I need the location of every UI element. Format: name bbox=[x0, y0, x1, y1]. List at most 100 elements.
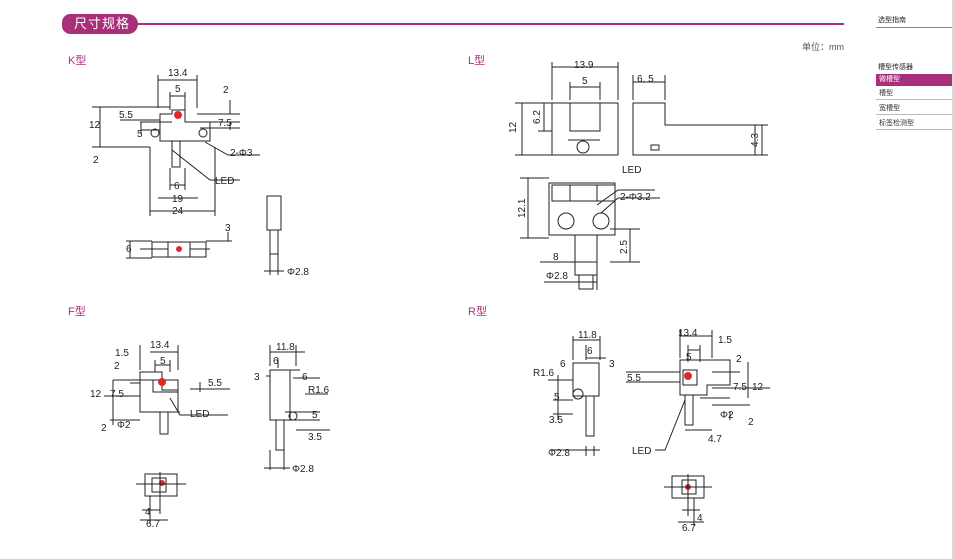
k-phi: Φ2.8 bbox=[287, 267, 309, 278]
l-side-view bbox=[632, 75, 768, 156]
r-dim-12: 12 bbox=[752, 382, 764, 393]
k-front-view bbox=[92, 75, 260, 216]
l-dim-6-2: 6.2 bbox=[532, 110, 543, 124]
f-top-view bbox=[136, 472, 186, 524]
r-dim-1-5: 1.5 bbox=[718, 335, 732, 346]
r-dim-6: 6 bbox=[560, 359, 566, 370]
r-side-view bbox=[548, 336, 606, 456]
l-dim-8: 8 bbox=[553, 252, 559, 263]
r-dim-2b: 2 bbox=[748, 417, 754, 428]
k-hole: 2-Φ3 bbox=[230, 148, 253, 159]
k-dim-2b: 2 bbox=[93, 155, 99, 166]
r-dim-4-7: 4.7 bbox=[708, 434, 722, 445]
r-dim-5b: 5 bbox=[686, 352, 692, 363]
r-led: LED bbox=[632, 446, 651, 457]
r-dim-2: 2 bbox=[736, 354, 742, 365]
l-dim-6-5: 6. 5 bbox=[637, 74, 654, 85]
sidebar-item-slot[interactable]: 槽型 bbox=[876, 88, 952, 100]
r-dim-6-7: 6.7 bbox=[682, 523, 696, 534]
unit-label: 单位：mm bbox=[802, 42, 844, 52]
k-led: LED bbox=[215, 176, 234, 187]
k-dim-6b: 6 bbox=[126, 244, 132, 255]
sidebar-title: 选型指南 bbox=[878, 17, 906, 24]
sidebar-item-wide-slot[interactable]: 宽槽型 bbox=[876, 103, 952, 115]
f-dim-12: 12 bbox=[90, 389, 102, 400]
k-labels: 13.4 5 2 5.5 12 7.5 5 2-Φ3 2 LED 6 19 24… bbox=[89, 68, 309, 278]
sidebar-item-label-detect[interactable]: 标签检测型 bbox=[876, 118, 952, 130]
title-l: L型 bbox=[468, 55, 486, 67]
k-dim-24: 24 bbox=[172, 206, 184, 217]
sidebar-item-micro-slot[interactable]: 微槽型 bbox=[876, 74, 952, 86]
k-side-view bbox=[264, 195, 284, 275]
l-hole: 2-Φ3.2 bbox=[620, 192, 651, 203]
r-dim-5-5: 5.5 bbox=[627, 373, 641, 384]
r-dim-6b: 6 bbox=[587, 346, 593, 357]
sidebar-group-label: 槽型传感器 bbox=[878, 64, 913, 71]
f-front-view bbox=[104, 345, 230, 435]
r-front-view bbox=[626, 330, 770, 451]
r-dim-7-5: 7.5 bbox=[733, 382, 747, 393]
l-dim-2-5: 2.5 bbox=[619, 240, 630, 254]
r-dim-11-8: 11.8 bbox=[578, 330, 597, 341]
k-dim-5b: 5 bbox=[137, 129, 143, 140]
l-dim-4-3: 4.3 bbox=[750, 133, 761, 147]
l-dim-12-1: 12.1 bbox=[517, 198, 528, 218]
f-phi2: Φ2 bbox=[117, 420, 131, 431]
k-dim-6: 6 bbox=[174, 181, 180, 192]
sidebar-divider bbox=[876, 27, 952, 28]
f-dim-7-5: 7.5 bbox=[110, 389, 124, 400]
l-dim-5: 5 bbox=[582, 76, 588, 87]
f-dim-3: 3 bbox=[254, 372, 260, 383]
r-dim-13-4: 13.4 bbox=[678, 328, 698, 339]
l-phi: Φ2.8 bbox=[546, 271, 568, 282]
l-labels: 13.9 5 6. 5 12 6.2 4.3 LED 2-Φ3.2 12.1 2… bbox=[508, 60, 761, 282]
k-dim-13-4: 13.4 bbox=[168, 68, 188, 79]
r-top-view bbox=[664, 474, 712, 526]
k-dim-5-5: 5.5 bbox=[119, 110, 133, 121]
f-dim-5: 5 bbox=[160, 356, 166, 367]
l-led: LED bbox=[622, 165, 641, 176]
k-dim-12: 12 bbox=[89, 120, 101, 131]
f-led: LED bbox=[190, 409, 209, 420]
r-dim-4: 4 bbox=[697, 513, 703, 524]
title-k: K型 bbox=[68, 55, 87, 67]
f-labels: 1.5 13.4 2 5 5.5 12 7.5 LED 2 Φ2 11.8 6 … bbox=[90, 340, 330, 530]
f-dim-2b: 2 bbox=[101, 423, 107, 434]
title-f: F型 bbox=[68, 306, 86, 318]
section-title: 尺寸规格 bbox=[62, 14, 139, 34]
k-dim-7-5: 7.5 bbox=[218, 118, 232, 129]
f-dim-6: 6 bbox=[273, 356, 279, 367]
l-top-view bbox=[520, 177, 660, 290]
f-dim-13-4: 13.4 bbox=[150, 340, 170, 351]
l-dim-12: 12 bbox=[508, 121, 519, 133]
k-dim-5: 5 bbox=[175, 84, 181, 95]
l-dim-13-9: 13.9 bbox=[574, 60, 594, 71]
f-dim-11-8: 11.8 bbox=[276, 342, 295, 353]
title-r: R型 bbox=[468, 306, 487, 318]
f-dim-1-5: 1.5 bbox=[115, 348, 129, 359]
r-labels: 11.8 6 6 3 R1.6 5 3.5 Φ2.8 13.4 1.5 5 2 … bbox=[533, 328, 764, 534]
l-front-view bbox=[515, 62, 619, 156]
f-dim-6b: 6 bbox=[302, 372, 308, 383]
sidebar: 选型指南 槽型传感器 微槽型 槽型 宽槽型 标签检测型 bbox=[870, 0, 954, 559]
f-phi: Φ2.8 bbox=[292, 464, 314, 475]
r-phi2: Φ2 bbox=[720, 410, 734, 421]
r-dim-3: 3 bbox=[609, 359, 615, 370]
f-radius: R1.6 bbox=[308, 385, 330, 396]
r-phi: Φ2.8 bbox=[548, 448, 570, 459]
f-dim-2: 2 bbox=[114, 361, 120, 372]
r-radius: R1.6 bbox=[533, 368, 555, 379]
f-dim-5-5: 5.5 bbox=[208, 378, 222, 389]
page-edge-line bbox=[952, 0, 954, 559]
header-rule bbox=[62, 23, 844, 25]
k-dim-3: 3 bbox=[225, 223, 231, 234]
f-dim-6-7: 6.7 bbox=[146, 519, 160, 530]
k-dim-19: 19 bbox=[172, 194, 184, 205]
k-top-view bbox=[126, 232, 232, 259]
f-dim-4: 4 bbox=[145, 507, 151, 518]
r-dim-3-5: 3.5 bbox=[549, 415, 563, 426]
f-side-view bbox=[264, 345, 330, 470]
f-dim-5b: 5 bbox=[312, 410, 318, 421]
f-dim-3-5: 3.5 bbox=[308, 432, 322, 443]
